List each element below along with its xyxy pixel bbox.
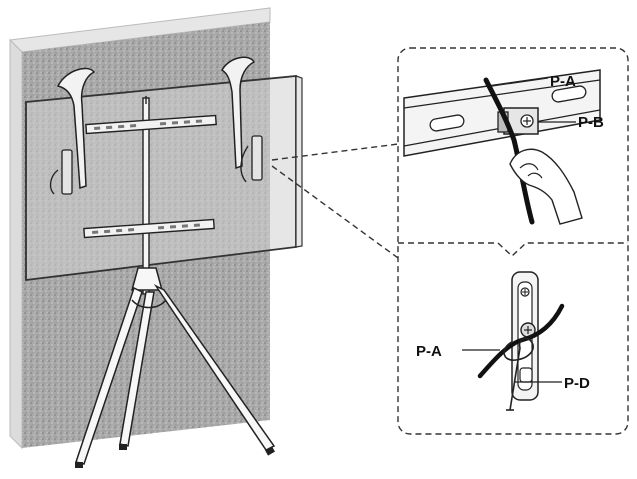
tripod-stand xyxy=(75,267,276,465)
lower-bracket xyxy=(83,218,215,239)
label-pa-bottom: P-A xyxy=(416,343,442,360)
tripod-feet xyxy=(75,444,275,468)
right-hook xyxy=(221,56,256,170)
label-pd: P-D xyxy=(564,375,590,392)
upper-bracket xyxy=(85,114,217,135)
top-detail xyxy=(403,69,601,225)
left-side-clip xyxy=(49,149,73,195)
label-pb: P-B xyxy=(578,114,604,131)
left-hook xyxy=(56,67,96,190)
strap-pd xyxy=(503,337,534,411)
hand-icon xyxy=(509,148,583,225)
label-pa-top: P-A xyxy=(550,73,576,90)
right-side-clip xyxy=(240,135,263,183)
top-label-leaders xyxy=(491,77,576,123)
cable-pa-top xyxy=(483,77,535,225)
bottom-detail xyxy=(477,271,565,411)
callout-leader-lines xyxy=(271,143,399,259)
bottom-label-leaders xyxy=(462,349,562,383)
